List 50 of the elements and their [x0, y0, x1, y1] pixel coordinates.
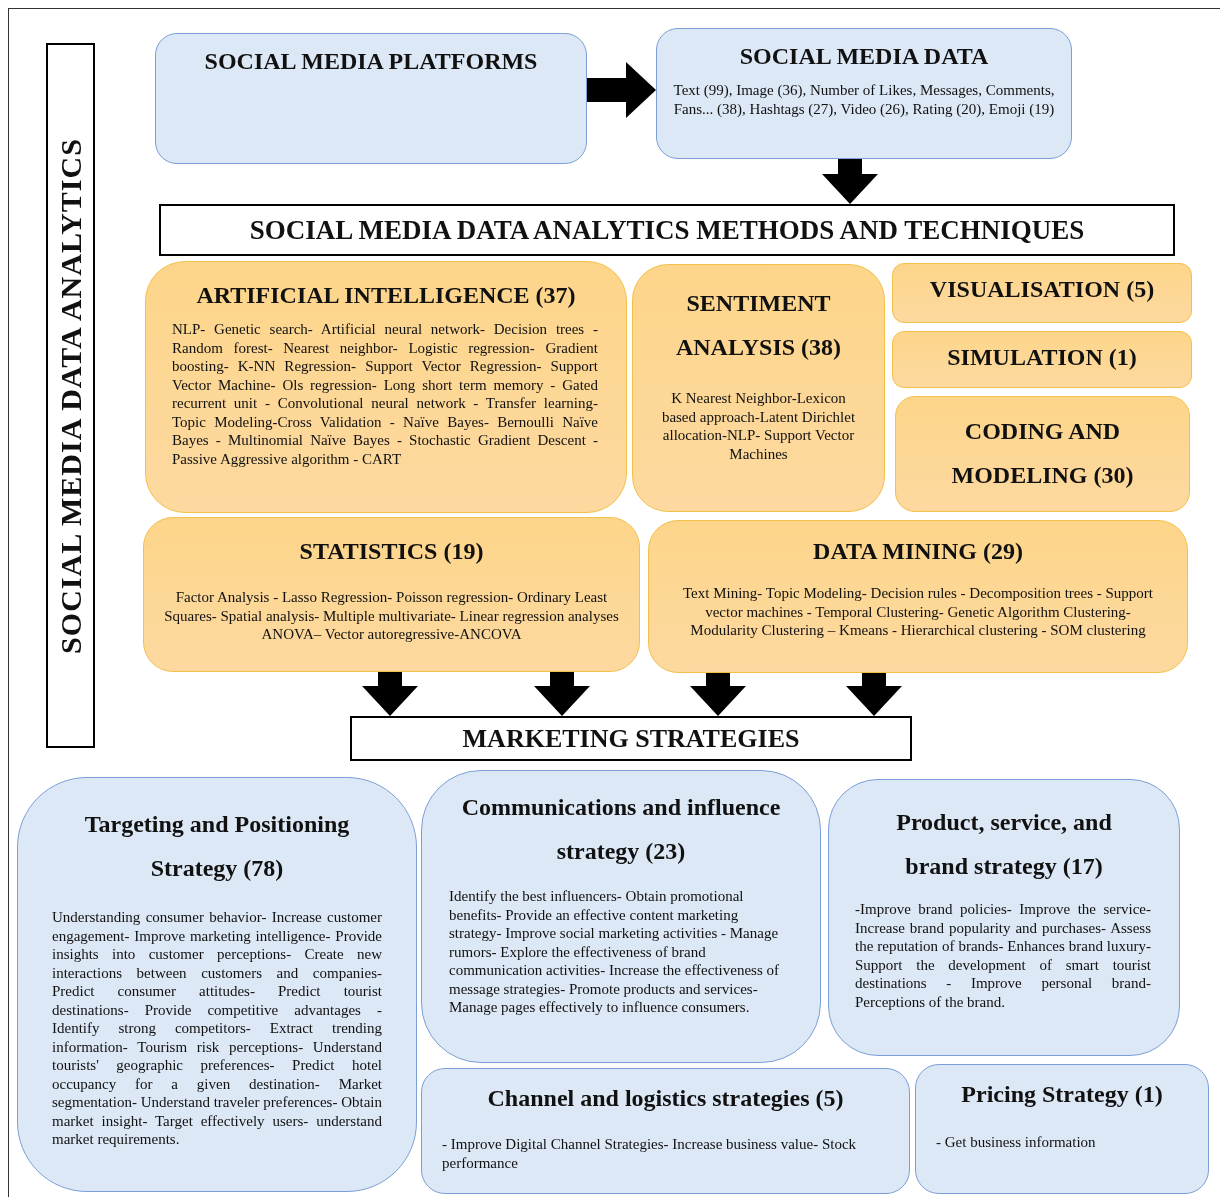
strategy-box [421, 1068, 910, 1194]
box-text: - Get business information [935, 1133, 1097, 1152]
block-arrow [534, 672, 590, 716]
method-box [895, 396, 1190, 512]
box-heading: CODING AND MODELING (30) [950, 417, 1135, 490]
heading-box [350, 716, 912, 761]
block-arrow [362, 672, 418, 716]
method-box [892, 263, 1192, 323]
box-heading: SOCIAL MEDIA DATA ANALYTICS METHODS AND TECHNIQUES [248, 215, 1086, 245]
strategy-box [421, 770, 821, 1063]
strategy-box [17, 777, 417, 1192]
box-text: Identify the best influencers- Obtain promotional benefits- Provide an effective content marketing strategy- Improve social marketing activities - Manage rumors- Explore the effectiveness of brand communication activities- Increase the effectiveness of message strategies- Promote products and services- Manage pages effectively to influence consumers. [448, 887, 780, 1017]
box-heading: STATISTICS (19) [298, 537, 485, 566]
method-box [632, 264, 885, 512]
box-text: Text Mining- Topic Modeling- Decision rules - Decomposition trees - Support vector machines - Temporal Clustering- Genetic Algorithm Clustering- Modularity Clustering – Kmeans - Hierarchical clustering - SOM clustering [681, 584, 1154, 640]
box-heading: Targeting and Positioning Strategy (78) [83, 810, 351, 883]
strategy-box [656, 28, 1072, 159]
strategy-box [155, 33, 587, 164]
box-text: NLP- Genetic search- Artificial neural network- Decision trees - Random forest- Nearest neighbor- Logistic regression- Gradient boosting- K-NN Regression- Support Vector Regression- Support Vector Machine- Ols regression- Long short term memory - Gated recurrent unit - Convolutional neural network - Transfer learning- Topic Modeling-Cross Validation - Naïve Bayes- Bernoulli Naïve Bayes - Multinomial Naïve Bayes - Stochastic Gradient Descent -Passive Aggressive algorithm - CART [171, 320, 599, 468]
box-heading: ARTIFICIAL INTELLIGENCE (37) [195, 281, 577, 310]
box-heading: SIMULATION (1) [946, 343, 1138, 372]
heading-box [159, 204, 1175, 256]
box-heading: Channel and logistics strategies (5) [486, 1084, 845, 1113]
box-heading: Pricing Strategy (1) [960, 1080, 1164, 1109]
block-arrow [587, 62, 656, 118]
box-text: - Improve Digital Channel Strategies- Increase business value- Stock performance [441, 1135, 858, 1172]
box-heading: SOCIAL MEDIA DATA [738, 42, 990, 71]
method-box [892, 331, 1192, 388]
box-heading: SOCIAL MEDIA DATA ANALYTICS [55, 137, 86, 654]
method-box [143, 517, 640, 672]
method-box [648, 520, 1188, 673]
box-heading: SOCIAL MEDIA PLATFORMS [203, 47, 539, 76]
box-text: Text (99), Image (36), Number of Likes, Messages, Comments, Fans... (38), Hashtags (27), Video (26), Rating (20), Emoji (19) [672, 81, 1056, 119]
box-heading: Product, service, and brand strategy (17) [895, 808, 1113, 881]
method-box [145, 261, 627, 513]
block-arrow [846, 673, 902, 716]
box-heading: DATA MINING (29) [812, 537, 1024, 566]
strategy-box [828, 779, 1180, 1056]
box-text: K Nearest Neighbor-Lexicon based approach-Latent Dirichlet allocation-NLP- Support Vector Machines [660, 389, 857, 464]
box-heading: MARKETING STRATEGIES [461, 723, 801, 754]
block-arrow [690, 673, 746, 716]
box-heading: Communications and influence strategy (23) [460, 793, 782, 866]
box-heading: VISUALISATION (5) [928, 275, 1156, 304]
box-text: -Improve brand policies- Improve the service- Increase brand popularity and purchases- Assess the reputation of brands- Enhances brand luxury- Support the development of smart tourist destinations - Improve personal brand- Perceptions of the brand. [854, 900, 1152, 1011]
heading-box [46, 43, 95, 748]
strategy-box [915, 1064, 1209, 1194]
box-text: Factor Analysis - Lasso Regression- Poisson regression- Ordinary Least Squares- Spatial analysis- Multiple multivariate- Linear regression analyses ANOVA– Vector autoregressive-ANCOVA [163, 588, 620, 644]
box-heading: SENTIMENT ANALYSIS (38) [674, 289, 843, 362]
block-arrow [822, 159, 878, 204]
box-text: Understanding consumer behavior- Increase customer engagement- Improve marketing intelligence- Provide insights into customer perceptions- Create new interactions between customers and companies- Predict consumer attitudes- Predict tourist destinations- Provide competitive advantages - Identify strong competitors- Extract trending information- Tourism risk perceptions- Understand tourists' geographic preferences- Predict hotel occupancy for a given destination- Market segmentation- Understand traveler preferences- Obtain market insight- Target effectively users- understand market requirements. [51, 908, 383, 1149]
